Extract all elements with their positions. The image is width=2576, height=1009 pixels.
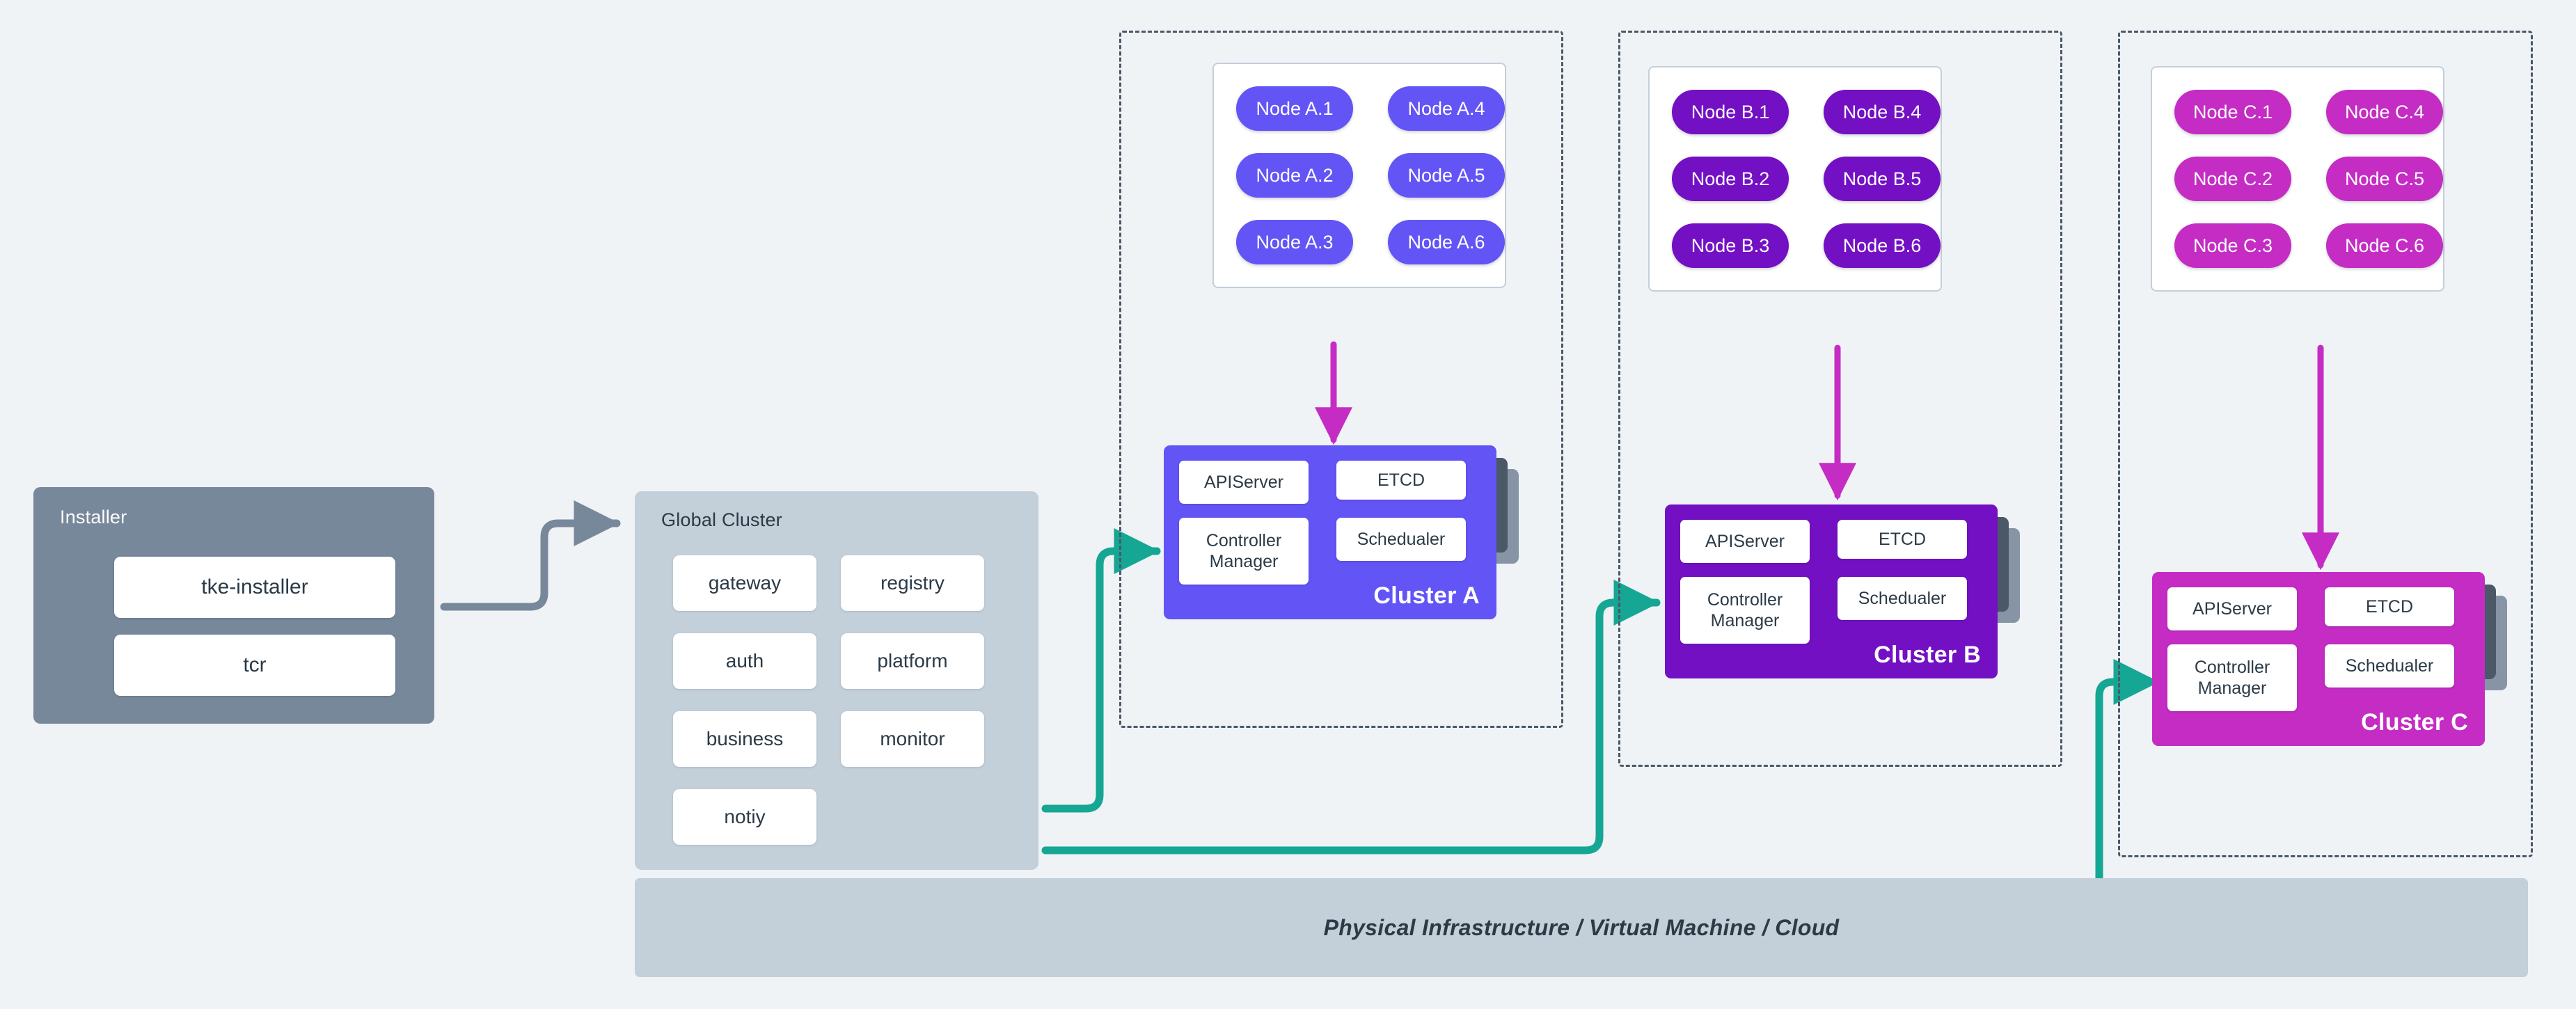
global-service-business[interactable]: business (673, 711, 816, 767)
global-cluster-group: Global Cluster gateway registry auth pla… (635, 491, 1038, 870)
cluster-a-node-panel: Node A.1 Node A.2 Node A.3 Node A.4 Node… (1212, 63, 1506, 288)
component-scheduler[interactable]: Schedualer (1838, 577, 1967, 620)
component-apiserver[interactable]: APIServer (1680, 520, 1810, 563)
node-pill[interactable]: Node A.1 (1236, 86, 1353, 131)
component-apiserver[interactable]: APIServer (2167, 587, 2297, 630)
infrastructure-bar: Physical Infrastructure / Virtual Machin… (635, 878, 2528, 977)
node-pill[interactable]: Node B.3 (1672, 223, 1789, 268)
control-plane-card: APIServer ETCD Controller Manager Schedu… (2152, 572, 2485, 746)
component-apiserver[interactable]: APIServer (1179, 461, 1309, 504)
cluster-b-node-panel: Node B.1 Node B.2 Node B.3 Node B.4 Node… (1648, 66, 1942, 292)
installer-service-tke-installer[interactable]: tke-installer (114, 557, 395, 618)
global-service-registry[interactable]: registry (841, 555, 984, 611)
global-service-platform[interactable]: platform (841, 633, 984, 689)
global-service-auth[interactable]: auth (673, 633, 816, 689)
global-service-notiy[interactable]: notiy (673, 789, 816, 845)
controller-manager-line2: Manager (2197, 678, 2267, 698)
installer-service-tcr[interactable]: tcr (114, 635, 395, 696)
node-pill[interactable]: Node C.2 (2174, 157, 2291, 201)
global-service-monitor[interactable]: monitor (841, 711, 984, 767)
component-etcd[interactable]: ETCD (1838, 520, 1967, 559)
control-plane-card: APIServer ETCD Controller Manager Schedu… (1164, 445, 1496, 619)
control-plane-card: APIServer ETCD Controller Manager Schedu… (1665, 504, 1998, 678)
component-controller-manager[interactable]: Controller Manager (1179, 518, 1309, 585)
component-scheduler[interactable]: Schedualer (2325, 644, 2454, 688)
component-controller-manager[interactable]: Controller Manager (2167, 644, 2297, 711)
cluster-a-zone (1119, 31, 1563, 728)
cluster-c-node-panel: Node C.1 Node C.2 Node C.3 Node C.4 Node… (2151, 66, 2444, 292)
installer-title: Installer (60, 507, 127, 527)
cluster-b-control-plane: APIServer ETCD Controller Manager Schedu… (1665, 504, 2034, 678)
cluster-c-zone (2118, 31, 2533, 857)
component-scheduler[interactable]: Schedualer (1336, 518, 1466, 561)
controller-manager-line1: Controller (2194, 657, 2270, 677)
component-controller-manager[interactable]: Controller Manager (1680, 577, 1810, 644)
node-pill[interactable]: Node B.6 (1824, 223, 1941, 268)
node-pill[interactable]: Node B.1 (1672, 90, 1789, 134)
node-pill[interactable]: Node B.5 (1824, 157, 1941, 201)
node-pill[interactable]: Node B.4 (1824, 90, 1941, 134)
node-pill[interactable]: Node C.3 (2174, 223, 2291, 268)
connector-installer-to-global (440, 500, 621, 611)
cluster-b-zone (1618, 31, 2062, 767)
node-pill[interactable]: Node C.4 (2326, 90, 2443, 134)
node-pill[interactable]: Node A.3 (1236, 220, 1353, 264)
node-pill[interactable]: Node C.1 (2174, 90, 2291, 134)
node-pill[interactable]: Node C.5 (2326, 157, 2443, 201)
component-etcd[interactable]: ETCD (2325, 587, 2454, 626)
node-pill[interactable]: Node A.4 (1388, 86, 1505, 131)
global-cluster-title: Global Cluster (661, 509, 782, 530)
cluster-c-control-plane: APIServer ETCD Controller Manager Schedu… (2152, 572, 2521, 746)
node-pill[interactable]: Node C.6 (2326, 223, 2443, 268)
cluster-a-label: Cluster A (1373, 582, 1480, 609)
controller-manager-line2: Manager (1710, 611, 1780, 630)
node-pill[interactable]: Node A.6 (1388, 220, 1505, 264)
node-pill[interactable]: Node B.2 (1672, 157, 1789, 201)
installer-group: Installer tke-installer tcr (33, 487, 434, 724)
cluster-c-label: Cluster C (2361, 709, 2468, 736)
node-pill[interactable]: Node A.2 (1236, 153, 1353, 198)
controller-manager-line1: Controller (1206, 530, 1282, 550)
cluster-b-label: Cluster B (1874, 642, 1981, 668)
component-etcd[interactable]: ETCD (1336, 461, 1466, 500)
controller-manager-line1: Controller (1707, 589, 1783, 610)
global-service-gateway[interactable]: gateway (673, 555, 816, 611)
controller-manager-line2: Manager (1209, 552, 1279, 571)
cluster-a-control-plane: APIServer ETCD Controller Manager Schedu… (1164, 445, 1533, 619)
node-pill[interactable]: Node A.5 (1388, 153, 1505, 198)
